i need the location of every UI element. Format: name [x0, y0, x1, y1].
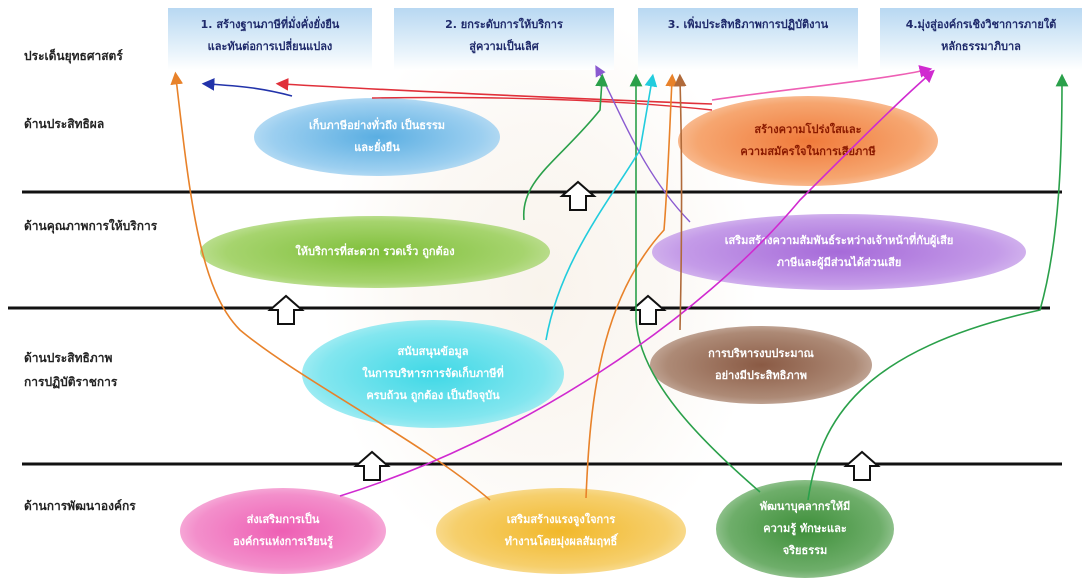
objective-tax-collection: เก็บภาษีอย่างทั่วถึง เป็นธรรม และยั่งยืน — [254, 98, 500, 176]
connector-red — [275, 77, 713, 105]
objective-transparency: สร้างความโปร่งใสและ ความสมัครใจในการเสีย… — [678, 96, 938, 186]
objective-data-support: สนับสนุนข้อมูล ในการบริหารการจัดเก็บภาษี… — [302, 320, 564, 428]
row-label-strategy: ประเด็นยุทธศาสตร์ — [24, 49, 123, 63]
objective-budget-management: การบริหารงบประมาณ อย่างมีประสิทธิภาพ — [650, 326, 872, 404]
connector-orange-long — [170, 71, 491, 501]
row-label-effectiveness: ด้านประสิทธิผล — [24, 117, 105, 131]
connector-magenta — [339, 69, 935, 497]
block-arrow-icon — [559, 180, 597, 211]
connector-green-1 — [523, 73, 608, 221]
connector-green-3 — [807, 73, 1069, 501]
goal-box-4: 4.มุ่งสู่องค์กรเชิงวิชาการภายใต้ หลักธรร… — [880, 8, 1082, 70]
block-arrow-icon — [843, 450, 881, 481]
row-label-service: ด้านคุณภาพการให้บริการ — [24, 219, 158, 233]
connector-purple — [595, 65, 691, 223]
connector-pink — [711, 65, 933, 101]
connector-blue — [201, 78, 293, 97]
row-label-development: ด้านการพัฒนาองค์กร — [24, 499, 136, 513]
connector-red-2 — [371, 96, 713, 111]
connector-orange-up — [585, 73, 679, 499]
objective-learning-organization: ส่งเสริมการเป็น องค์กรแห่งการเรียนรู้ — [180, 488, 386, 574]
row-label-efficiency: ด้านประสิทธิภาพ การปฏิบัติราชการ — [24, 351, 118, 389]
objective-stakeholder-relations: เสริมสร้างความสัมพันธ์ระหว่างเจ้าหน้าที่… — [652, 214, 1026, 290]
objective-convenient-service: ให้บริการที่สะดวก รวดเร็ว ถูกต้อง — [200, 216, 550, 288]
goal-box-2: 2. ยกระดับการให้บริการ สู่ความเป็นเลิศ — [394, 8, 614, 70]
block-arrow-icon — [629, 294, 667, 325]
objective-motivation: เสริมสร้างแรงจูงใจการ ทำงานโดยมุ่งผลสัมฤ… — [436, 488, 686, 574]
block-arrow-icon — [353, 450, 391, 481]
objective-personnel-development: พัฒนาบุคลากรให้มี ความรู้ ทักษะและ จริยธ… — [716, 480, 894, 578]
connector-green-2 — [629, 73, 761, 493]
connector-cyan — [545, 73, 658, 341]
block-arrow-icon — [267, 294, 305, 325]
goal-box-3: 3. เพิ่มประสิทธิภาพการปฏิบัติงาน — [638, 8, 858, 70]
connector-brown — [673, 73, 687, 331]
goal-box-1: 1. สร้างฐานภาษีที่มั่งคั่งยั่งยืน และทัน… — [168, 8, 372, 70]
